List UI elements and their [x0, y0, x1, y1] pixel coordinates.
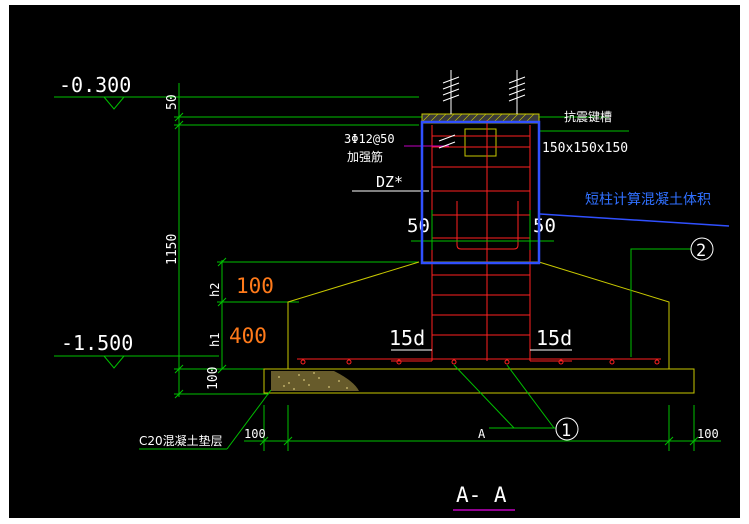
cad-drawing-canvas[interactable]: -0.300 -1.500 50 1150 100: [9, 5, 740, 518]
dim-100-left-text: 100: [244, 427, 266, 441]
marker-1-text: 1: [561, 421, 571, 441]
marker-1: 1 A: [453, 364, 579, 441]
h2-label-text: h2: [208, 283, 222, 297]
section-title-text: A- A: [456, 483, 507, 507]
anchor-left-text: 15d: [389, 326, 425, 350]
rebar-cage: [297, 120, 661, 362]
anchor-right-text: 15d: [536, 326, 572, 350]
elevation-marker-top: -0.300: [54, 73, 419, 110]
callout-text: 短柱计算混凝土体积: [585, 192, 711, 208]
concrete-base-hatch: [271, 371, 359, 391]
elevation-marker-bottom: -1.500: [54, 331, 219, 369]
marker-2: 2: [630, 237, 714, 357]
dim-50-right-text: 50: [533, 215, 556, 237]
dim-50-top-text: 50: [165, 94, 180, 110]
point-a-text: A: [478, 427, 486, 441]
bottom-dimensions: 100 100: [244, 405, 721, 451]
concrete-base-label-group: C20混凝土垫层: [139, 389, 272, 450]
rebar-note-text: 3Φ12@50: [344, 132, 395, 146]
elevation-top-text: -0.300: [59, 73, 131, 97]
rebar-note2-text: 加强筋: [347, 149, 383, 164]
h1-value-text: 400: [229, 324, 267, 348]
h-dimensions: h2 100 h1 400: [208, 257, 419, 374]
base-slab: [263, 368, 695, 394]
marker-2-text: 2: [696, 241, 706, 261]
dim-1150-text: 1150: [165, 234, 180, 265]
dz-label-text: DZ*: [376, 173, 403, 191]
dz-label-group: DZ*: [352, 173, 429, 192]
vertical-dimension-chain: 50 1150 100: [165, 83, 609, 399]
h2-value-text: 100: [236, 274, 274, 298]
rebar-note: 3Φ12@50 加强筋: [344, 132, 456, 164]
section-title-group: A- A: [453, 483, 515, 511]
footing-outline: [263, 261, 695, 394]
highlight-box[interactable]: [420, 120, 541, 265]
rebar-dots: [300, 359, 660, 365]
callout-leader: [539, 213, 730, 227]
dim-50-left-text: 50: [407, 215, 430, 237]
top-cap-size-text: 150x150x150: [542, 141, 628, 156]
elevation-bottom-text: -1.500: [61, 331, 133, 355]
top-cap-label-text: 抗震键槽: [564, 109, 612, 124]
anchor-labels: 15d 15d: [389, 326, 572, 351]
foundation-section-drawing: -0.300 -1.500 50 1150 100: [54, 70, 730, 511]
h1-label-text: h1: [208, 333, 222, 347]
dim-100-base-text: 100: [206, 367, 221, 390]
top-cap-labels: 抗震键槽 150x150x150: [539, 109, 629, 156]
dim-100-right-text: 100: [697, 427, 719, 441]
concrete-base-label-text: C20混凝土垫层: [139, 433, 223, 448]
side-dims-50: 50 50: [407, 210, 556, 250]
pedestal-column: [421, 70, 540, 263]
